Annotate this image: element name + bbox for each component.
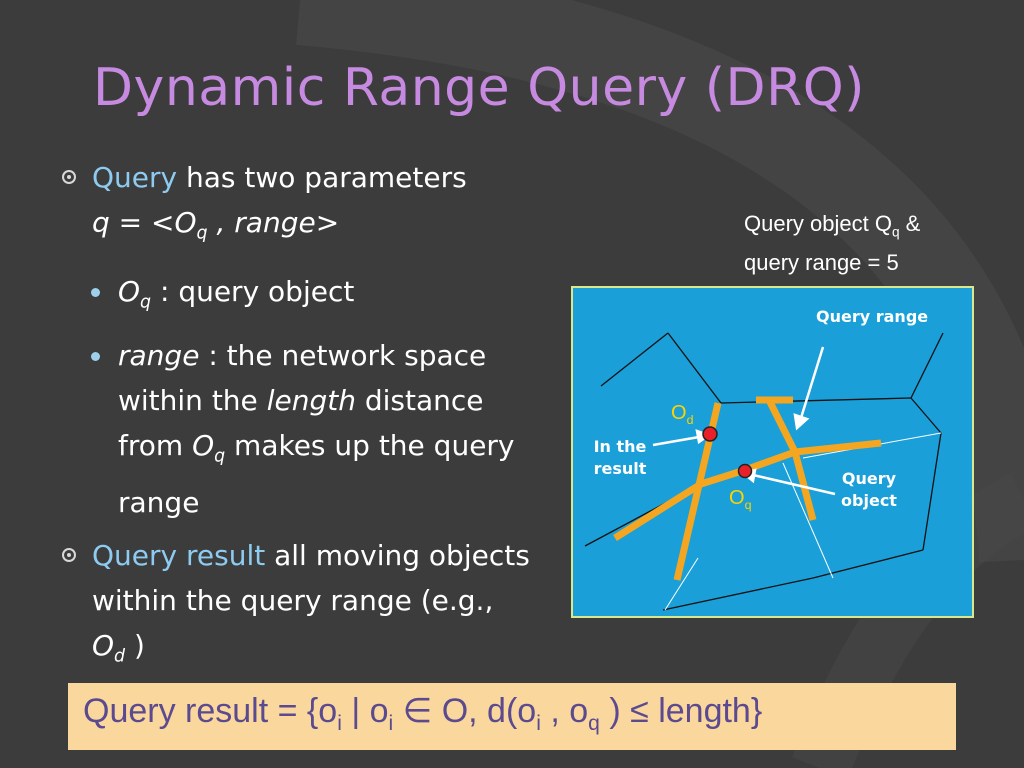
circle-bullet-icon — [62, 170, 76, 184]
slide-title: Dynamic Range Query (DRQ) — [93, 58, 865, 118]
circle-bullet-icon — [62, 547, 76, 562]
query-formula: q = <Oq , range> — [92, 206, 340, 244]
bullet-query-result: Query result all moving objects within t… — [62, 533, 532, 680]
diagram-caption: Query object Qq & query range = 5 — [744, 211, 921, 276]
bullet-query-params: Query has two parameters q = <Oq , range… — [62, 155, 532, 257]
dot-bullet-icon — [91, 352, 100, 362]
term-length: length — [266, 384, 356, 418]
range-segment — [613, 481, 703, 541]
range-segment — [794, 439, 882, 456]
bullet-text: has two parameters — [177, 161, 467, 194]
term-query: Query — [92, 161, 178, 194]
term-oq: Oq — [118, 274, 152, 313]
term-range: range — [118, 339, 200, 373]
range-segment — [743, 448, 797, 474]
od-point — [702, 426, 718, 442]
bullet-range: range : the network space within the len… — [62, 333, 532, 525]
oq-point — [737, 463, 753, 479]
bullet-oq: Oq : query object — [62, 269, 532, 326]
range-segment — [699, 466, 747, 488]
bullet-list: Query has two parameters q = <Oq , range… — [62, 155, 532, 691]
term-query-result: Query result — [92, 538, 266, 572]
query-object-label: Query object — [841, 469, 897, 510]
network-edges — [584, 332, 944, 611]
dot-bullet-icon — [91, 287, 100, 297]
query-range-label: Query range — [816, 307, 929, 326]
road-network-diagram: Query range In the result Query object O… — [571, 286, 974, 618]
oq-label: Oq — [729, 487, 752, 512]
range-segment — [765, 398, 799, 454]
od-label: Od — [671, 402, 694, 427]
in-result-label: In the result — [593, 437, 647, 478]
bullet-text: : query object — [151, 274, 355, 308]
query-result-formula: Query result = {oi | oi ∈ O, d(oi , oq )… — [68, 683, 956, 750]
road-network-svg — [584, 332, 944, 611]
